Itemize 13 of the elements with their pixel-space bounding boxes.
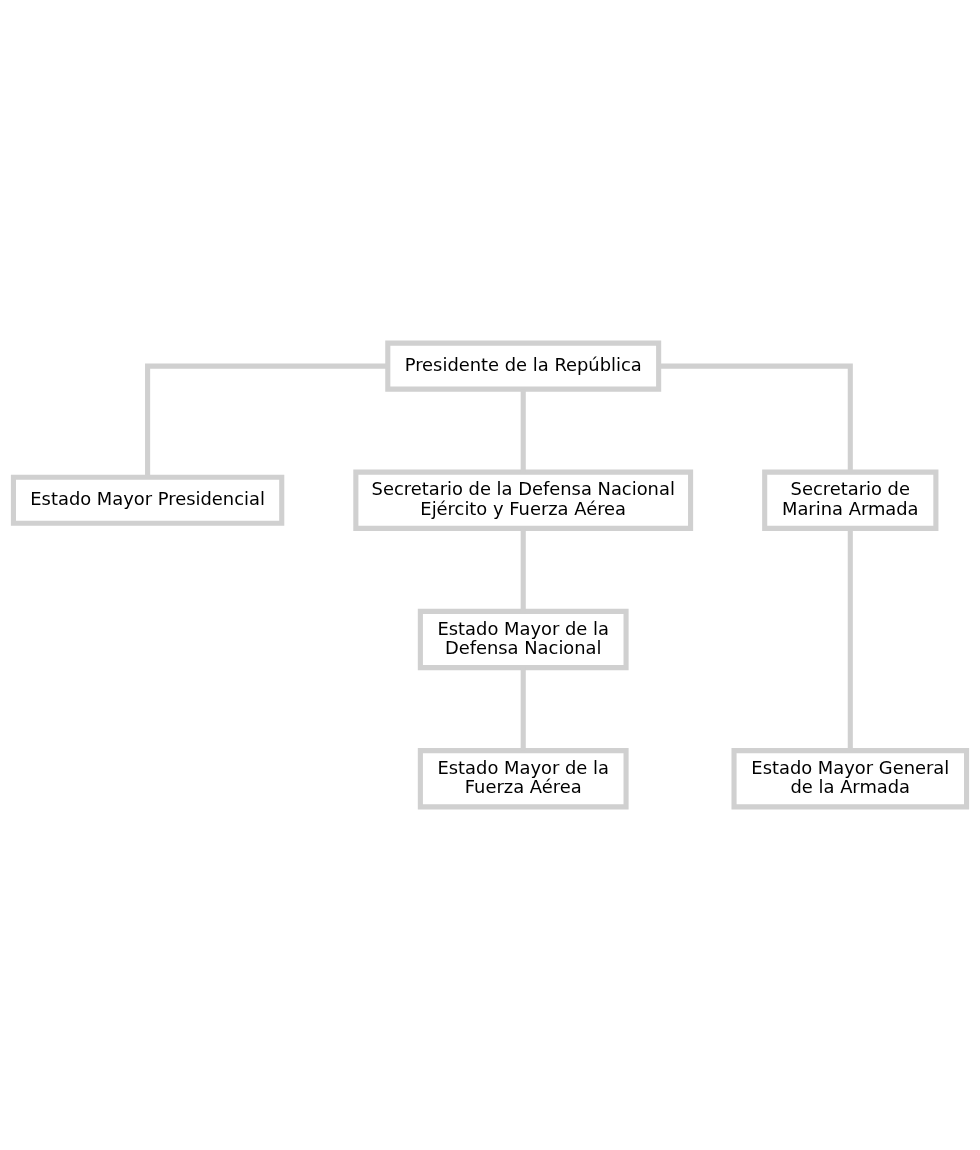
node-box: Secretario de la Defensa Nacional Ejército y Fuerza Aérea — [353, 469, 694, 531]
node-box: Secretario de Marina Armada — [762, 469, 939, 531]
connector — [520, 528, 526, 612]
node-box: Estado Mayor Presidencial — [10, 474, 285, 526]
connector — [520, 667, 526, 751]
node-box: Presidente de la República — [385, 340, 662, 392]
node-box: Estado Mayor de la Defensa Nacional — [417, 608, 629, 671]
node-box: Estado Mayor de la Fuerza Aérea — [417, 748, 629, 810]
connector — [145, 363, 388, 477]
connector — [847, 528, 853, 751]
connector — [520, 389, 526, 473]
node-box: Estado Mayor General de la Armada — [731, 748, 970, 810]
connector — [659, 363, 853, 473]
